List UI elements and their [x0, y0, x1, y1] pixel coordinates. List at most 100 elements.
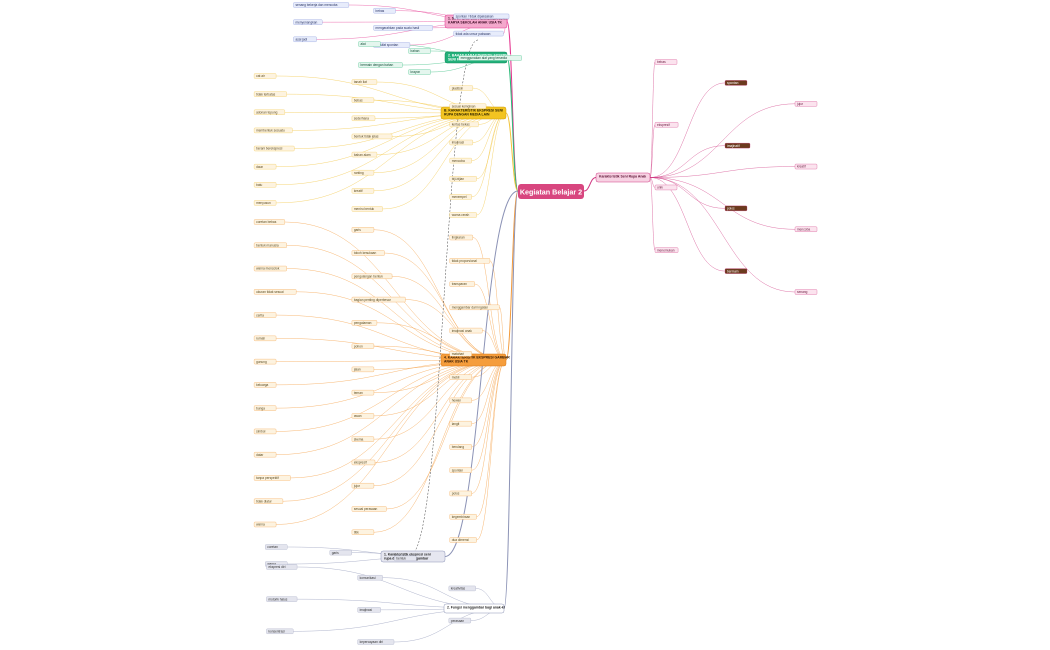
topic-node[interactable]: titik — [351, 529, 375, 535]
topic-node[interactable]: garis — [329, 550, 352, 556]
topic-node[interactable]: sesuai perasaan — [351, 506, 387, 512]
topic-node[interactable]: mengarahkan pada suatu hasil — [373, 25, 433, 31]
topic-node[interactable]: imajinasi — [357, 607, 381, 613]
topic-node[interactable]: langit — [449, 421, 472, 427]
topic-node[interactable]: mencoba — [449, 157, 472, 164]
topic-node[interactable]: menyusun — [253, 200, 277, 206]
topic-node[interactable]: batu — [253, 182, 277, 188]
topic-node[interactable]: alat — [358, 41, 381, 47]
topic-node[interactable]: senang — [794, 289, 818, 295]
topic-node[interactable]: tidak proporsional — [449, 258, 491, 264]
topic-node[interactable]: pengalaman — [351, 320, 378, 326]
topic-node[interactable]: awan — [351, 413, 375, 419]
topic-node[interactable]: tokoh kesukaan — [351, 250, 385, 256]
topic-node[interactable]: jujur — [794, 101, 818, 107]
topic-node[interactable]: gunung — [253, 358, 277, 365]
topic-node[interactable]: bahan alam — [351, 151, 378, 158]
topic-node[interactable]: komunikasi — [357, 575, 383, 581]
topic-node[interactable]: sesuai keinginan — [449, 103, 487, 109]
topic-node[interactable]: cerita — [253, 312, 277, 318]
topic-node[interactable]: berani berekspresi — [253, 145, 295, 152]
topic-node[interactable]: biji-bijian — [449, 176, 477, 182]
topic-node[interactable]: ranting — [351, 170, 375, 176]
topic-node[interactable]: unik — [654, 184, 678, 191]
topic-node[interactable]: bentuk manusia — [253, 242, 287, 248]
topic-node[interactable]: bahan — [408, 48, 431, 54]
topic-node[interactable]: konsentrasi — [266, 628, 294, 634]
topic-node[interactable]: ekspresif — [654, 122, 679, 128]
topic-node[interactable]: simbol — [253, 428, 277, 435]
topic-node[interactable]: bermain dengan bahan — [358, 62, 403, 68]
topic-node[interactable]: asal jadi — [293, 36, 317, 42]
topic-node[interactable]: senang bekerja dan mencoba — [293, 2, 350, 8]
topic-node[interactable]: adonan tepung — [253, 109, 285, 115]
topic-node[interactable]: bebas — [654, 59, 678, 65]
topic-node[interactable]: garis — [351, 227, 375, 233]
topic-node[interactable]: keluarga — [253, 382, 277, 388]
topic-node[interactable]: rumah — [253, 335, 277, 341]
topic-node[interactable]: warna cerah — [449, 212, 477, 218]
topic-node[interactable]: dua dimensi — [449, 537, 477, 543]
topic-node[interactable]: pohon — [351, 343, 375, 349]
topic-node[interactable]: perasaan — [448, 617, 471, 624]
topic-node[interactable]: skema — [351, 436, 375, 442]
topic-node[interactable]: warna — [253, 521, 277, 528]
topic-node[interactable]: coretan — [265, 544, 288, 550]
topic-node[interactable]: tidak ada unsur paksaan — [453, 30, 504, 37]
topic-node[interactable]: menyenangkan — [293, 19, 323, 25]
topic-node[interactable]: mobil — [449, 374, 472, 380]
topic-node[interactable]: matahari — [449, 351, 472, 357]
topic-node[interactable]: bersifat spontan — [373, 42, 411, 48]
topic-node[interactable]: tidak diatur — [253, 498, 284, 504]
topic-node[interactable]: warna mencolok — [253, 265, 287, 272]
topic-node[interactable]: jalan — [351, 366, 375, 373]
topic-node[interactable]: tidak terbatas — [253, 91, 287, 97]
topic-node[interactable]: teman — [351, 389, 375, 396]
topic-node[interactable]: transparan — [449, 281, 475, 287]
branch-b7[interactable]: 2. Fungsi menggambar bagi anak-ki — [443, 603, 505, 614]
topic-node[interactable]: bentuk tidak jelas — [351, 133, 393, 140]
topic-node[interactable]: imajinatif — [724, 142, 751, 149]
topic-node[interactable]: menempel — [449, 194, 472, 200]
topic-node[interactable]: ekspresif — [351, 459, 376, 466]
topic-node[interactable]: plastisin — [449, 85, 473, 91]
topic-node[interactable]: berulang — [449, 444, 472, 450]
topic-node[interactable]: tanah liat — [351, 79, 378, 85]
topic-node[interactable]: bagian penting diperbesar — [351, 296, 406, 303]
topic-node[interactable]: spontan — [449, 467, 472, 473]
topic-node[interactable]: mencoba — [794, 226, 818, 232]
topic-node[interactable]: bermain — [724, 268, 748, 274]
topic-node[interactable]: menggunakan alat yang tersedia — [458, 55, 522, 61]
topic-node[interactable]: menggambar dari ingatan — [449, 304, 500, 310]
topic-node[interactable]: ekspresi diri — [266, 564, 298, 570]
topic-node[interactable]: daun — [253, 164, 277, 170]
topic-node[interactable]: bebas — [373, 8, 396, 14]
topic-node[interactable]: imajinasi — [449, 139, 473, 146]
topic-node[interactable]: spontan — [724, 80, 748, 86]
topic-node[interactable]: polos — [449, 490, 472, 497]
topic-node[interactable]: imajinasi anak — [449, 327, 483, 334]
topic-node[interactable]: cat air — [253, 73, 277, 79]
topic-node[interactable]: motorik halus — [266, 596, 298, 602]
topic-node[interactable]: bunga — [253, 405, 277, 411]
topic-node[interactable]: krayon — [408, 69, 431, 75]
topic-node[interactable]: bebas — [351, 97, 375, 103]
topic-node[interactable]: polos — [724, 205, 748, 212]
topic-node[interactable]: kegembiraan — [449, 514, 477, 520]
topic-node[interactable]: spontan / tidak dipaksakan — [453, 13, 510, 20]
topic-node[interactable]: ukuran tidak sesuai — [253, 289, 297, 295]
topic-node[interactable]: kreativitas — [448, 585, 476, 592]
topic-node[interactable]: kepercayaan diri — [357, 639, 395, 645]
central-topic[interactable]: Kegiatan Belajar 2 — [518, 184, 584, 199]
topic-node[interactable]: kreatif — [794, 163, 818, 170]
topic-node[interactable]: kreatif — [351, 188, 375, 194]
topic-node[interactable]: coretan bebas — [253, 219, 285, 225]
topic-node[interactable]: sederhana — [351, 115, 376, 121]
topic-node[interactable]: membentuk sesuatu — [253, 127, 293, 134]
topic-node[interactable]: meniru bentuk — [351, 206, 383, 212]
topic-node[interactable]: lingkaran — [449, 234, 473, 241]
topic-node[interactable]: jujur — [351, 483, 375, 489]
topic-node[interactable]: kertas bekas — [449, 121, 479, 127]
branch-b5[interactable]: Karakteristik Seni Rupa Anak — [595, 172, 651, 183]
